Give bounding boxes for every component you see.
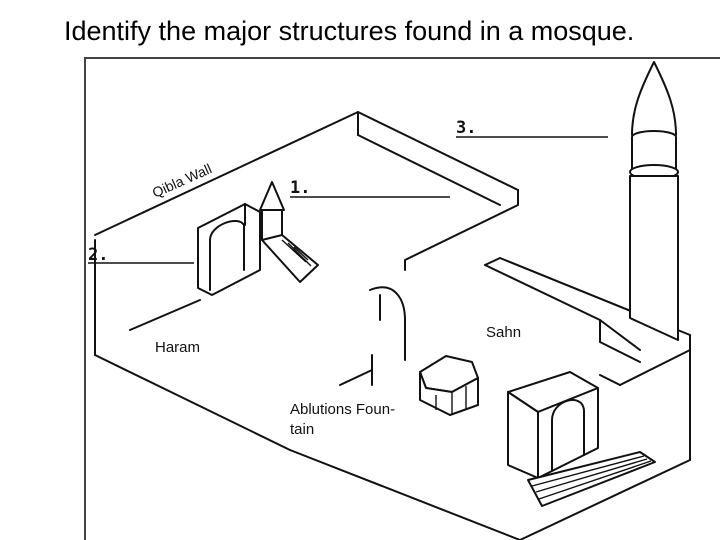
haram-label: Haram — [155, 339, 200, 356]
ablutions-fountain-label-line2: tain — [290, 421, 314, 438]
page-title: Identify the major structures found in a… — [64, 16, 635, 46]
minaret — [629, 61, 679, 341]
right-wall — [357, 134, 519, 271]
haram-area — [94, 286, 406, 451]
mihrab-arch — [197, 203, 261, 296]
ablutions-fountain — [419, 355, 479, 416]
diagram-frame — [84, 57, 720, 540]
blank-2: 2. — [88, 245, 194, 265]
ablutions-fountain-label-line1: Ablutions Foun- — [290, 401, 395, 418]
sahn-label: Sahn — [486, 324, 521, 341]
entrance-steps — [527, 451, 656, 507]
qibla-wall — [94, 111, 519, 356]
blank-3: 3. — [456, 118, 608, 138]
blank-1-number: 1. — [290, 178, 310, 198]
blank-2-number: 2. — [88, 245, 108, 265]
blank-3-number: 3. — [456, 118, 476, 138]
minbar — [259, 181, 319, 283]
entrance-gate — [507, 371, 599, 479]
sahn-wall — [289, 257, 691, 540]
blank-1: 1. — [290, 178, 450, 198]
